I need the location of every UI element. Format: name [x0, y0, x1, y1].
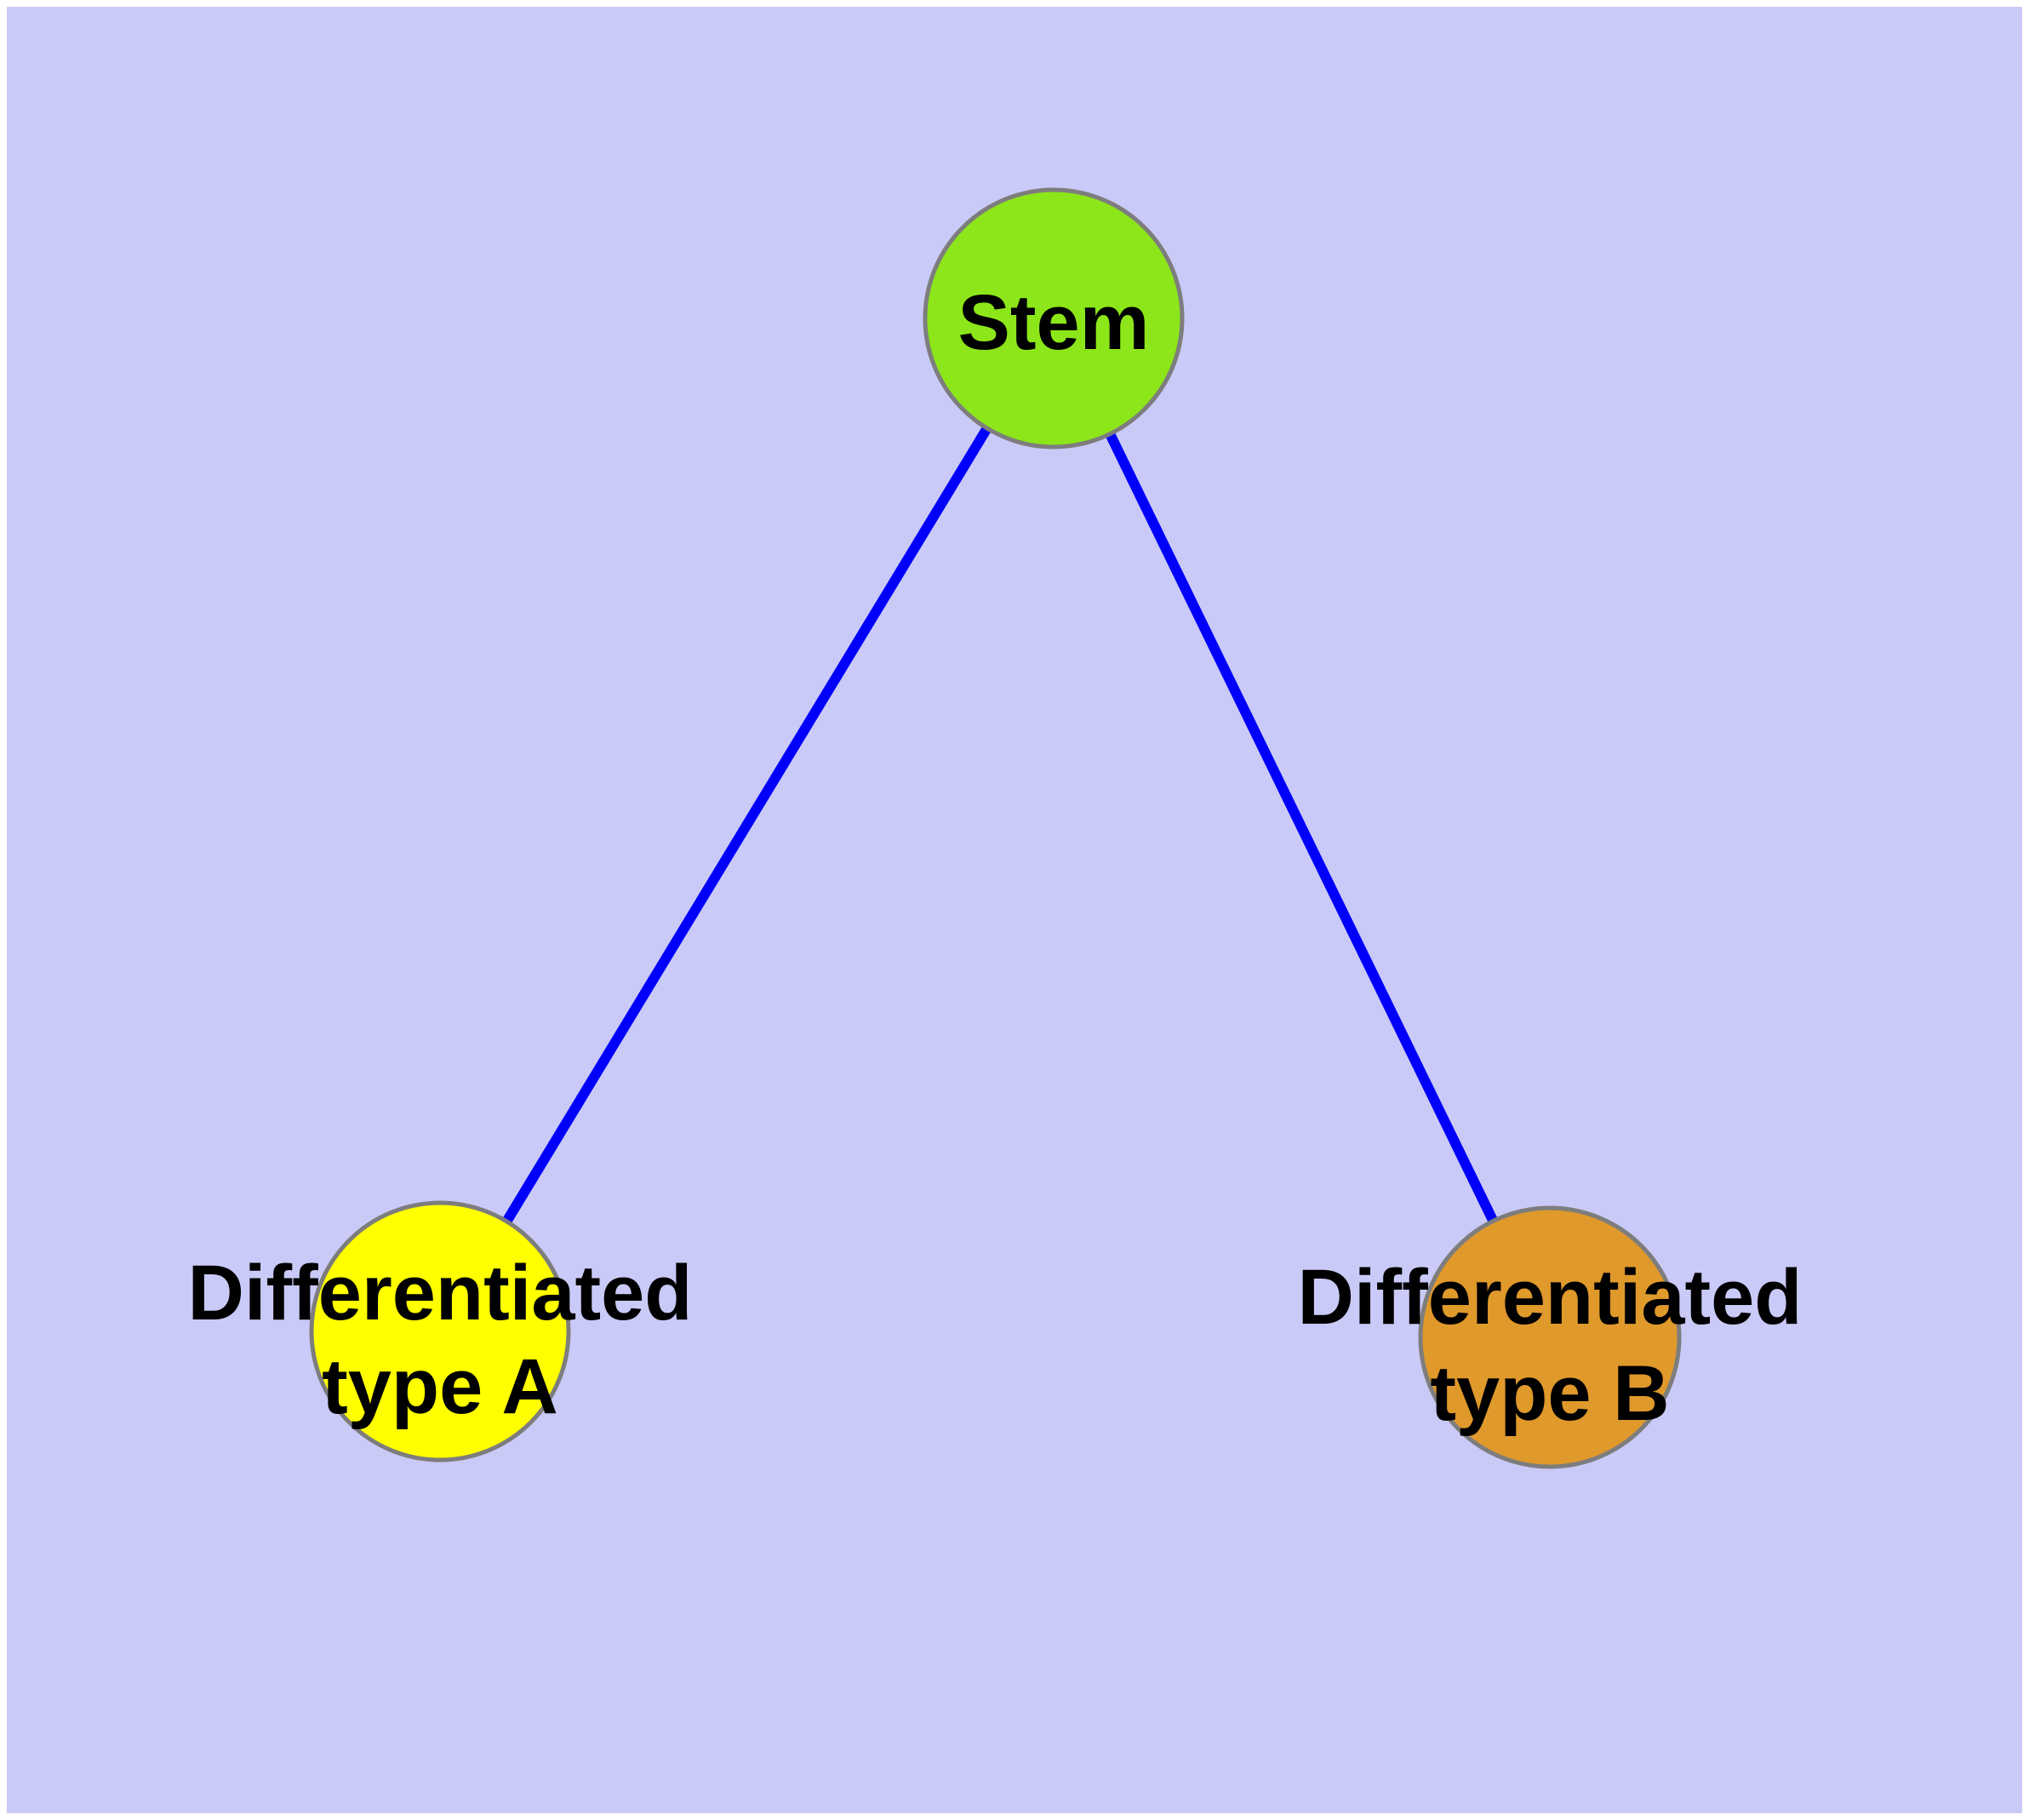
edge-stem-to-type-b [1049, 316, 1555, 1340]
node-differentiated-type-b [1418, 1205, 1682, 1469]
node-type-a-label-line1: Differentiated [188, 1250, 693, 1336]
node-differentiated-type-a [309, 1200, 571, 1462]
edge-stem-to-type-a [435, 315, 1059, 1335]
node-type-b-label-line2: type B [1430, 1350, 1669, 1437]
node-type-b-label-line1: Differentiated [1298, 1254, 1803, 1341]
node-type-a-label-line2: type A [322, 1343, 558, 1430]
node-stem-label: Stem [958, 279, 1150, 366]
node-stem [923, 187, 1185, 449]
